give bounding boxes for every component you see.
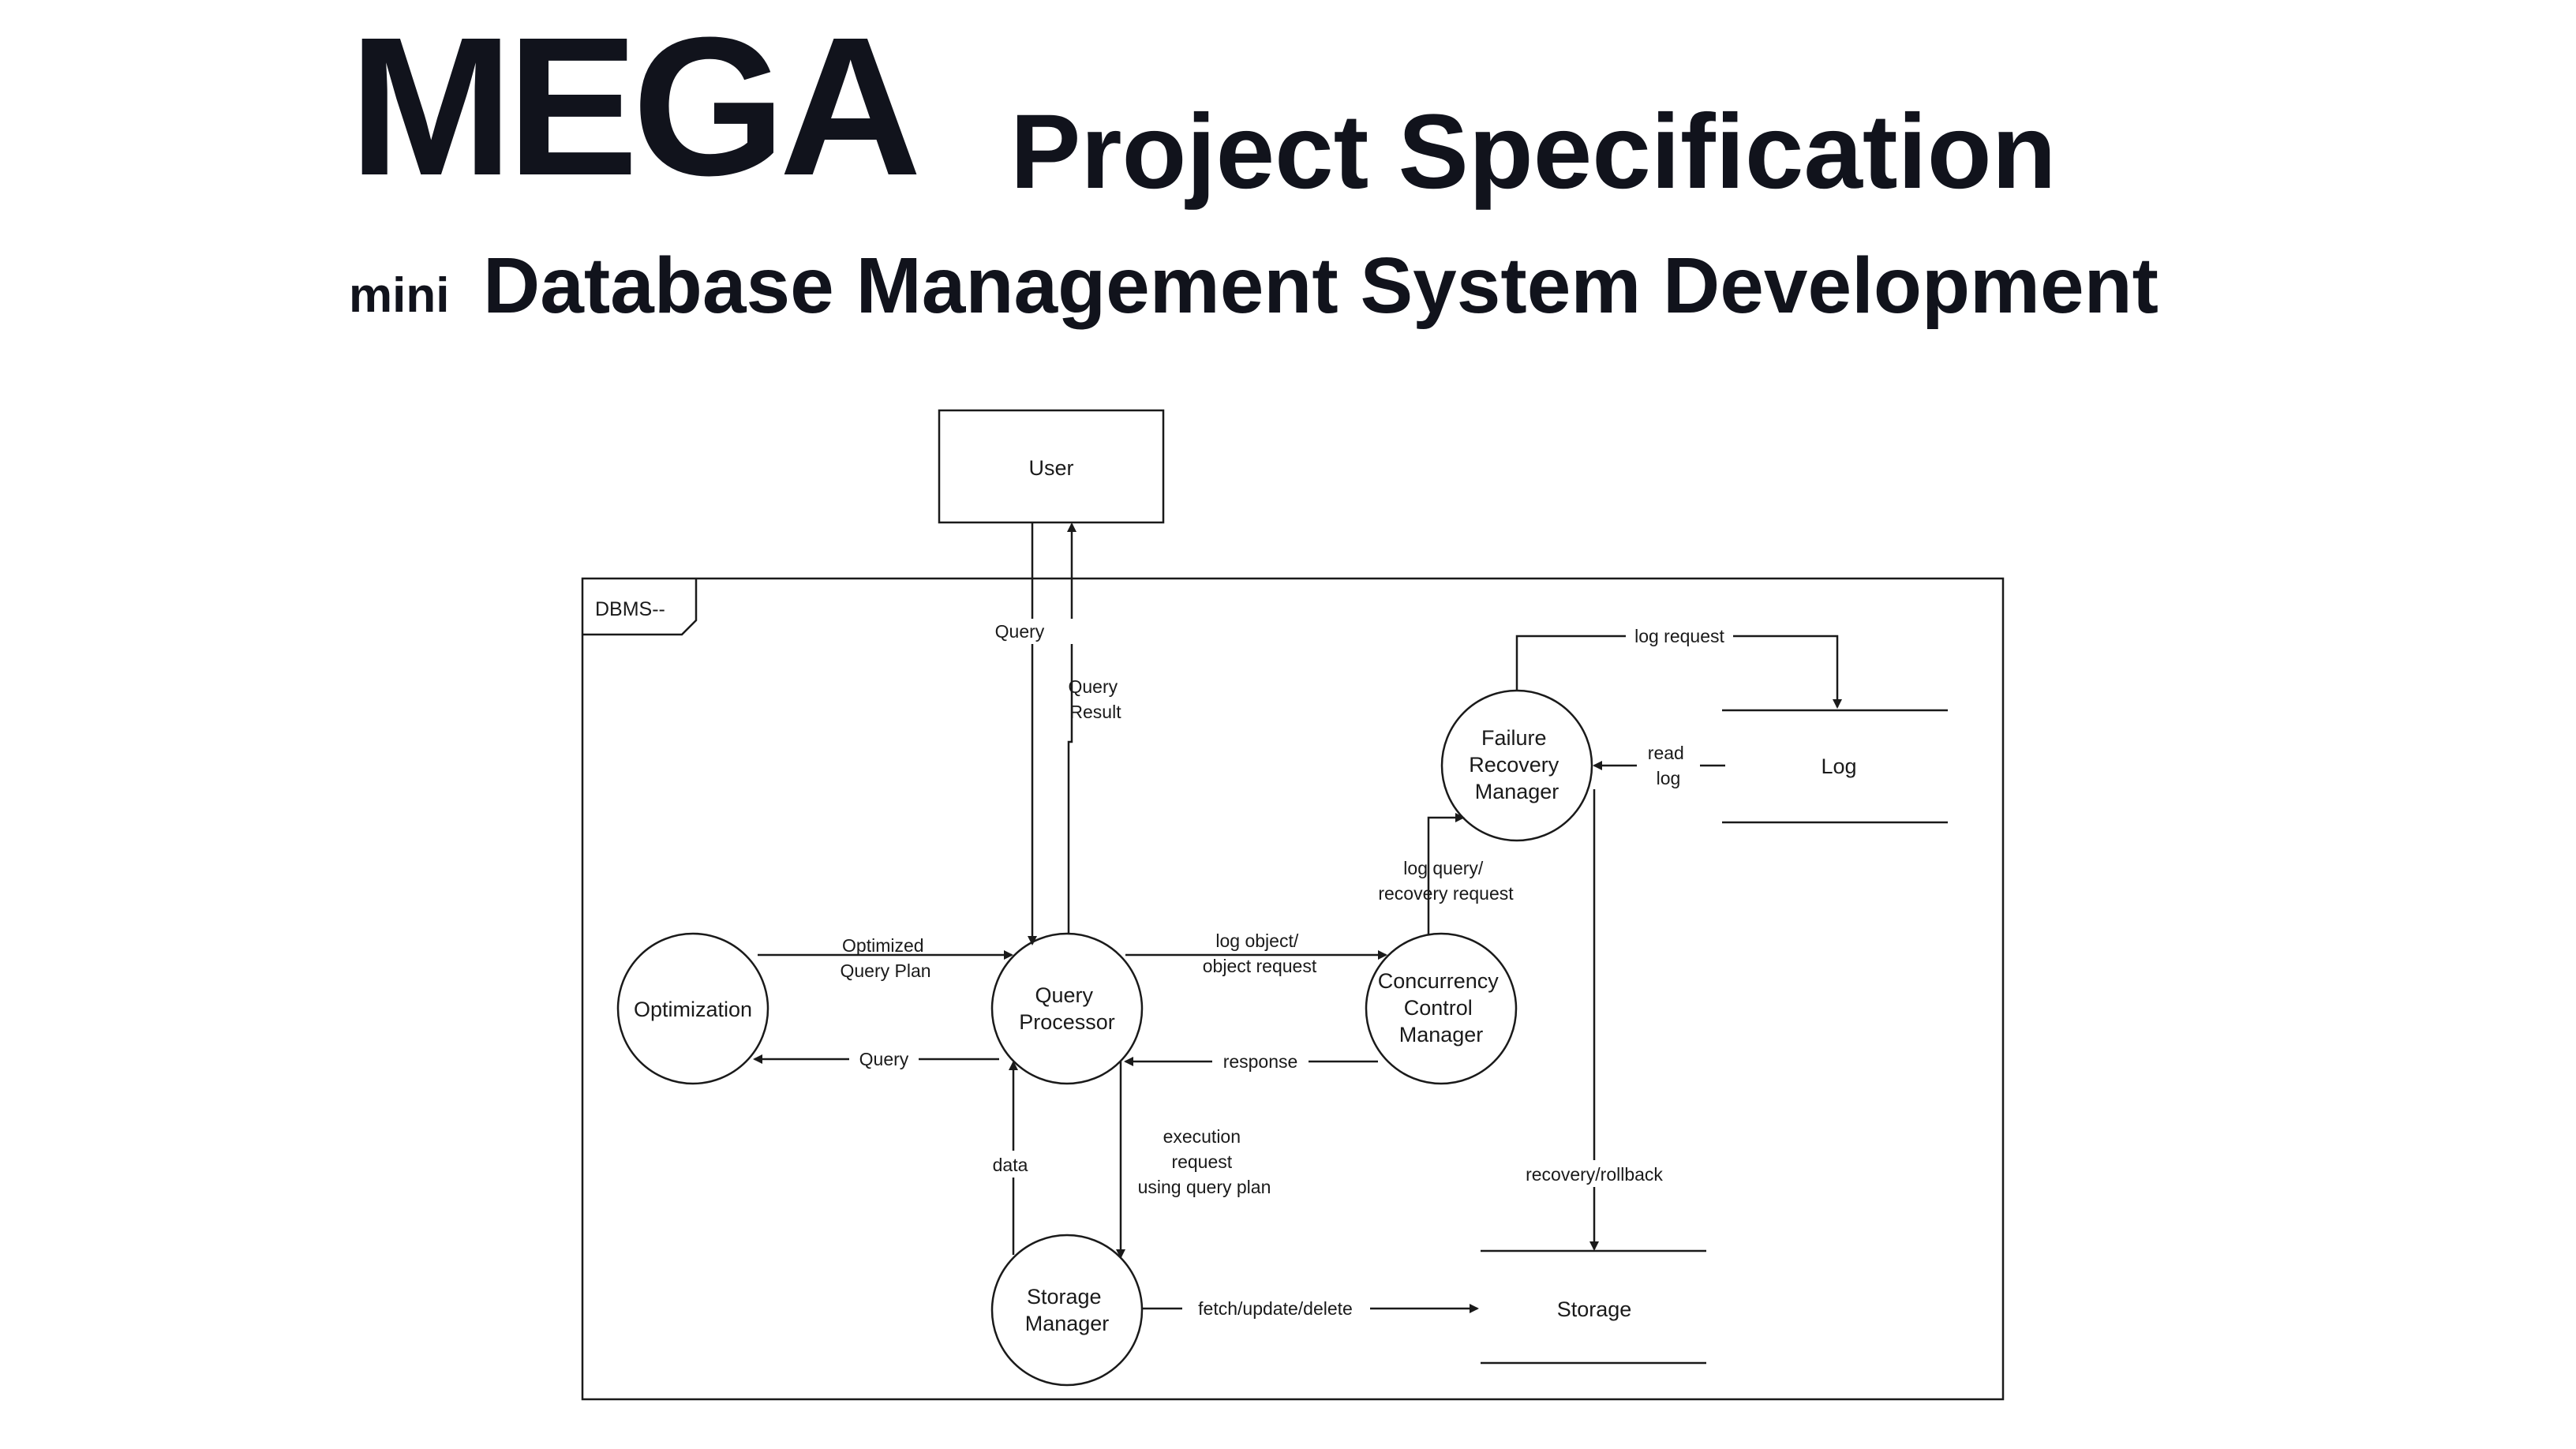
concurrency-control-label: Concurrency Control Manager xyxy=(1378,969,1505,1046)
edge-label-execution-request: execution request using query plan xyxy=(1138,1126,1271,1197)
edge-label-log-object: log object/ object request xyxy=(1203,930,1317,976)
optimization-label: Optimization xyxy=(634,998,752,1021)
edge-label-optimized-line1: Optimized xyxy=(842,935,924,956)
edge-label-log-query-line2: recovery request xyxy=(1378,883,1514,904)
failure-recovery-label: Failure Recovery Manager xyxy=(1469,726,1565,803)
edge-label-optimized-query-plan: Optimized Query Plan xyxy=(840,935,930,981)
edge-label-log-object-line2: object request xyxy=(1203,956,1317,976)
edge-label-optimized-line2: Query Plan xyxy=(840,960,930,981)
edge-label-log-query-line1: log query/ xyxy=(1403,858,1484,878)
title-project-specification: Project Specification xyxy=(1010,93,2057,211)
concurrency-label-line3: Manager xyxy=(1399,1023,1484,1046)
edge-label-fetch-update-delete: fetch/update/delete xyxy=(1198,1298,1353,1319)
storage-manager-label: Storage Manager xyxy=(1025,1285,1110,1335)
log-store-label: Log xyxy=(1821,754,1856,778)
edge-label-read-log: read log xyxy=(1648,743,1689,788)
query-processor-label-line1: Query xyxy=(1035,983,1093,1007)
title-block: MEGA Project Specification mini Database… xyxy=(0,0,2576,347)
edge-label-log-object-line1: log object/ xyxy=(1215,930,1298,951)
optimization-node xyxy=(616,932,769,1085)
query-processor-label: Query Processor xyxy=(1019,983,1115,1034)
edge-label-query: Query xyxy=(995,621,1045,642)
query-processor-label-line2: Processor xyxy=(1019,1010,1115,1034)
storage-store-label: Storage xyxy=(1557,1297,1632,1321)
dbms-frame-label: DBMS-- xyxy=(595,598,665,620)
edge-label-recovery-rollback: recovery/rollback xyxy=(1526,1164,1663,1185)
query-processor-node xyxy=(990,932,1144,1085)
edge-query-processor-to-user xyxy=(1067,522,1076,934)
edge-label-log-request: log request xyxy=(1634,626,1724,646)
user-label: User xyxy=(1028,456,1073,480)
concurrency-label-line2: Control xyxy=(1404,996,1473,1020)
edge-label-query-result: Query Result xyxy=(1068,676,1122,722)
edge-label-log-query: log query/ recovery request xyxy=(1378,858,1514,904)
failure-recovery-label-line1: Failure xyxy=(1481,726,1547,750)
edge-label-opt-query: Query xyxy=(859,1049,909,1069)
edge-label-query-result-line2: Result xyxy=(1069,702,1121,722)
storage-manager-node xyxy=(990,1234,1144,1387)
title-mega: MEGA xyxy=(349,0,922,216)
edge-label-query-result-line1: Query xyxy=(1068,676,1118,697)
failure-recovery-label-line2: Recovery xyxy=(1469,753,1559,777)
edge-concurrency-to-failure-recovery xyxy=(1427,813,1465,935)
edge-label-read-log-line2: log xyxy=(1657,768,1681,788)
concurrency-control-node xyxy=(1365,932,1518,1085)
subtitle-database-management: Database Management System Development xyxy=(483,242,2159,330)
subtitle-mini: mini xyxy=(349,268,450,323)
edge-label-data: data xyxy=(993,1155,1028,1175)
storage-manager-label-line2: Manager xyxy=(1025,1312,1110,1335)
edge-label-read-log-line1: read xyxy=(1648,743,1684,763)
user-box xyxy=(938,409,1165,524)
dbms-frame xyxy=(581,577,2005,1401)
edge-label-execution-line2: request xyxy=(1171,1151,1232,1172)
dbms-frame-tab xyxy=(582,578,698,636)
edge-label-execution-line1: execution xyxy=(1163,1126,1241,1147)
concurrency-label-line1: Concurrency xyxy=(1378,969,1500,993)
edge-label-execution-line3: using query plan xyxy=(1138,1177,1271,1197)
storage-manager-label-line1: Storage xyxy=(1027,1285,1102,1309)
failure-recovery-label-line3: Manager xyxy=(1475,780,1559,803)
edge-label-response: response xyxy=(1223,1051,1298,1072)
